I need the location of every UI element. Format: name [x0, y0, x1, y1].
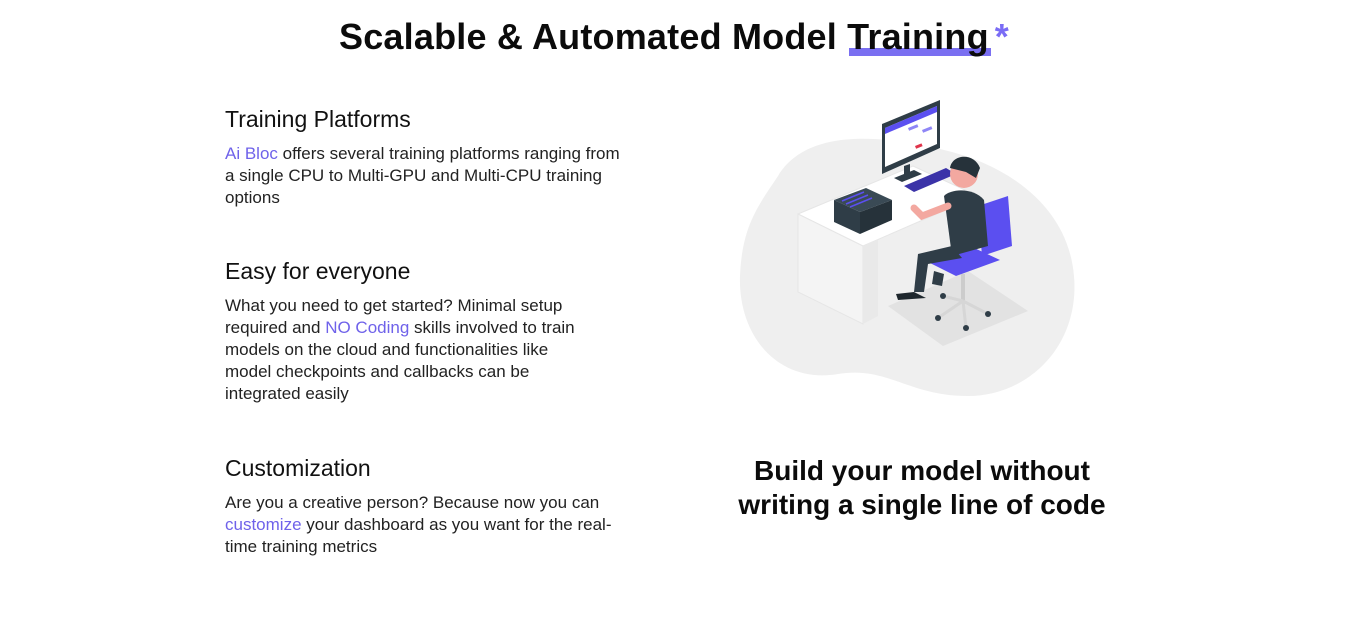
server-box-front: [834, 200, 860, 234]
feature-customization: Customization Are you a creative person?…: [225, 455, 625, 558]
chair-seat: [926, 246, 1000, 276]
cta-heading: Build your model without writing a singl…: [722, 454, 1122, 522]
ai-bloc-link[interactable]: Ai Bloc: [225, 144, 278, 163]
asterisk-mark: *: [994, 16, 1009, 57]
server-box-top: [834, 188, 892, 212]
customize-link[interactable]: customize: [225, 515, 302, 534]
illustration-svg: [739, 100, 1075, 396]
page-title-highlight: Training: [847, 16, 991, 57]
person-arm: [910, 202, 952, 221]
cta-line-2: writing a single line of code: [738, 489, 1106, 520]
server-box-side: [860, 200, 892, 234]
feature-title: Training Platforms: [225, 106, 411, 132]
desk-side: [863, 239, 878, 324]
feature-description: Ai Bloc offers several training platform…: [225, 144, 620, 207]
feature-description: What you need to get started? Minimal se…: [225, 296, 575, 403]
feature-training-platforms: Training Platforms Ai Bloc offers severa…: [225, 106, 625, 209]
page-title: Scalable & Automated Model Training*: [0, 16, 1348, 58]
feature-title: Customization: [225, 455, 371, 481]
floor-mat: [888, 271, 1028, 346]
keyboard: [904, 168, 956, 192]
developer-at-desk-illustration: [738, 96, 1078, 400]
person-torso: [944, 190, 988, 256]
feature-easy-for-everyone: Easy for everyone What you need to get s…: [225, 258, 595, 405]
feature-title: Easy for everyone: [225, 258, 411, 284]
cta-line-1: Build your model without: [754, 455, 1090, 486]
no-coding-link[interactable]: NO Coding: [325, 318, 410, 337]
page-title-text: Scalable & Automated Model: [339, 16, 848, 57]
person-legs: [914, 246, 962, 292]
feature-description: Are you a creative person? Because now y…: [225, 493, 612, 556]
